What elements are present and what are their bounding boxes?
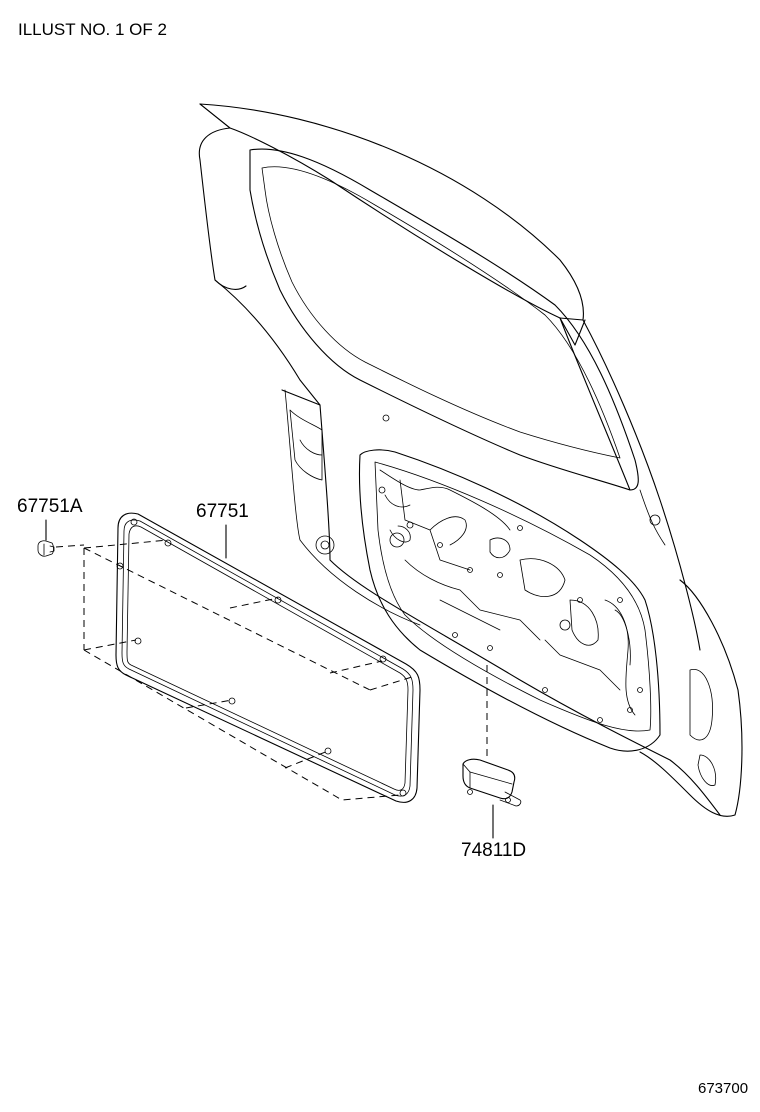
back-door-panel <box>198 103 743 817</box>
part-number-67751[interactable]: 67751 <box>196 501 249 522</box>
diagram-code: 673700 <box>698 1080 749 1097</box>
clip-icon <box>37 519 55 557</box>
pull-handle-icon <box>462 758 522 839</box>
part-number-67751A[interactable]: 67751A <box>17 496 83 517</box>
inner-panel-service-hole <box>358 449 661 752</box>
service-hole-cover <box>115 512 421 803</box>
projection-lines <box>55 539 488 801</box>
part-number-74811D[interactable]: 74811D <box>461 840 527 861</box>
illustration-number: ILLUST NO. 1 OF 2 <box>18 20 167 39</box>
